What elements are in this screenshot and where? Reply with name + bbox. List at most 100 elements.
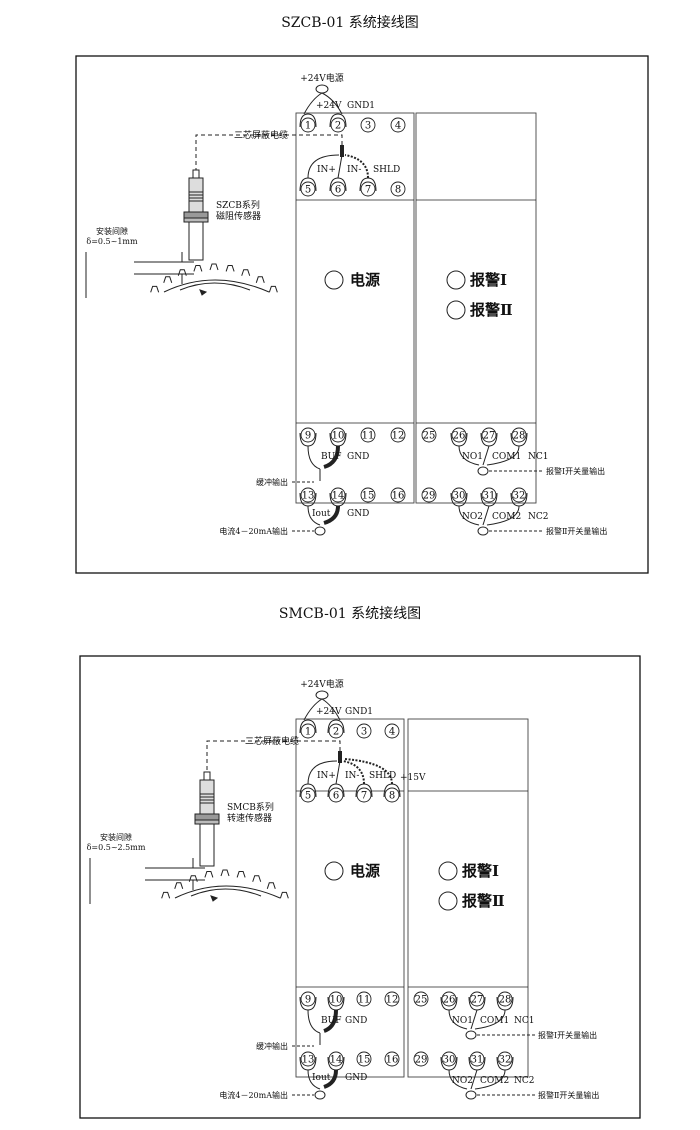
terminal-screw (390, 117, 406, 133)
sensor-body (188, 221, 204, 261)
gap-value: δ=0.5~2.5mm (87, 843, 146, 852)
rotation-arrow (199, 289, 208, 296)
terminal-label-24v: +24V (316, 707, 342, 717)
gear-teeth (161, 869, 289, 899)
terminal-screw (413, 991, 429, 1007)
alarm2-indicator-led (438, 891, 458, 911)
terminal-label-24v: +24V (316, 101, 342, 111)
terminal-number: 8 (395, 185, 401, 196)
terminal-number: 9 (305, 431, 311, 442)
terminal-number: 30 (443, 1055, 456, 1066)
terminal-lug (299, 719, 317, 734)
terminal-label-gnd1: GND1 (345, 707, 373, 717)
terminal-screw (300, 117, 316, 133)
rotation-arrow (210, 895, 219, 902)
gap-label: 安装间隙 (96, 226, 128, 236)
power-wire (321, 698, 341, 721)
terminal-number: 7 (361, 791, 367, 802)
terminal-number: 27 (471, 995, 484, 1006)
terminal-screw (451, 427, 467, 443)
relay-com-label: COM2 (480, 1076, 509, 1086)
terminal-screw (356, 1051, 372, 1067)
terminal-number: 29 (415, 1055, 428, 1066)
terminal-screw (360, 117, 376, 133)
power-wire (321, 92, 343, 115)
terminal-number: 15 (358, 1055, 371, 1066)
terminal-number: 31 (471, 1055, 484, 1066)
terminal-screw (469, 991, 485, 1007)
terminal-screw (300, 723, 316, 739)
terminal-number: 5 (305, 791, 311, 802)
diagram-frame (75, 55, 649, 574)
terminal-number: 14 (332, 491, 345, 502)
alarm2-indicator-label: 报警Ⅱ (470, 301, 513, 319)
buf-gnd-wire (323, 445, 340, 469)
power-indicator-led (324, 270, 344, 290)
terminal-number: 26 (453, 431, 466, 442)
terminal-screw (390, 181, 406, 197)
relay-wire (486, 505, 520, 526)
terminal-screw (360, 427, 376, 443)
terminal-number: 4 (395, 121, 401, 132)
terminal-label-in-plus: IN+ (317, 165, 336, 175)
relay-wire (482, 505, 490, 526)
terminal-screw (384, 723, 400, 739)
relay-wire (458, 445, 480, 466)
terminal-label-shld: SHLD (373, 165, 400, 175)
terminal-number: 16 (386, 1055, 399, 1066)
terminal-number: 3 (365, 121, 371, 132)
terminal-label-iout: Iout (312, 509, 331, 519)
diagram-frame (79, 655, 641, 1119)
relay-nc-label: NC1 (528, 452, 549, 462)
relay-wire (470, 1069, 478, 1090)
power-cable-end (315, 690, 329, 700)
alarm2-indicator-led (446, 300, 466, 320)
terminal-label-15v: +15V (400, 773, 426, 783)
terminal-screw (328, 787, 344, 803)
terminal-label-iout: Iout (312, 1073, 331, 1083)
terminal-label-buf-gnd: GND (345, 1016, 367, 1026)
terminal-number: 31 (483, 491, 496, 502)
relay-nc-label: NC2 (514, 1076, 535, 1086)
terminal-label-buf: BUF (321, 452, 341, 462)
terminal-screw (328, 991, 344, 1007)
terminal-number: 25 (415, 995, 428, 1006)
terminal-label-buf: BUF (321, 1016, 341, 1026)
terminal-number: 6 (333, 791, 339, 802)
alarm1-indicator-led (446, 270, 466, 290)
sensor-nut (194, 819, 220, 825)
alarm-module (407, 718, 529, 1078)
terminal-number: 4 (389, 727, 395, 738)
iout-wire (307, 505, 321, 526)
terminal-screw (328, 1051, 344, 1067)
terminal-screw (384, 991, 400, 1007)
terminal-screw (356, 991, 372, 1007)
relay-no-label: NO1 (452, 1016, 473, 1026)
terminal-number: 10 (330, 995, 343, 1006)
gear-rim (163, 279, 270, 293)
terminal-number: 27 (483, 431, 496, 442)
terminal-number: 25 (423, 431, 436, 442)
relay-wire (458, 505, 480, 526)
sensor-series-label: SMCB系列 (227, 801, 274, 813)
power-indicator-label: 电源 (350, 862, 380, 880)
terminal-label-iout-gnd: GND (345, 1073, 367, 1083)
relay-wire (448, 1069, 468, 1090)
terminal-screw (441, 991, 457, 1007)
terminal-screw (300, 487, 316, 503)
alarm1-indicator-label: 报警Ⅰ (462, 862, 499, 880)
gap-value: δ=0.5~1mm (86, 237, 138, 246)
terminal-screw (497, 991, 513, 1007)
gear-teeth (150, 263, 278, 293)
buf-gnd-wire (323, 1009, 338, 1033)
gap-label: 安装间隙 (100, 832, 132, 842)
terminal-number: 12 (386, 995, 399, 1006)
power-15v-wire (344, 758, 393, 785)
terminal-label-in-minus: IN- (347, 165, 361, 175)
terminal-screw (511, 427, 527, 443)
terminal-number: 3 (361, 727, 367, 738)
terminal-number: 5 (305, 185, 311, 196)
